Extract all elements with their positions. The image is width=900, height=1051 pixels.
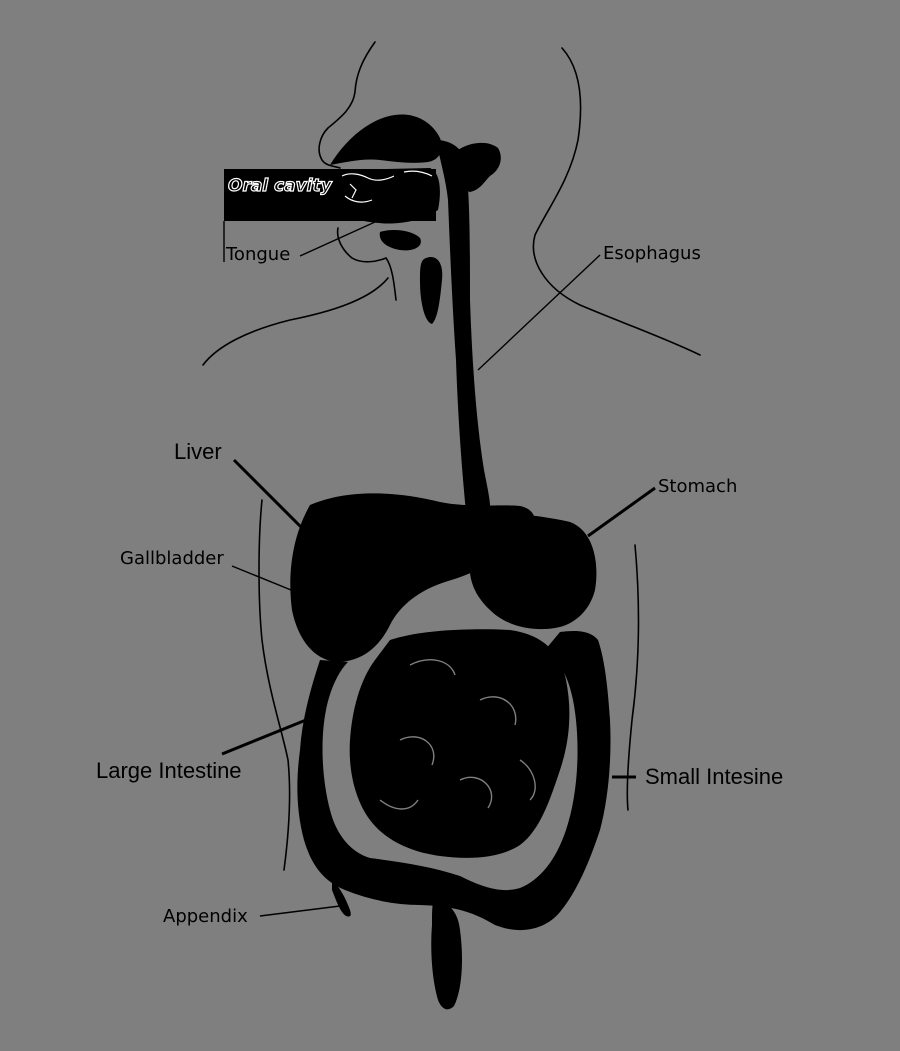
leader-stomach <box>587 486 656 538</box>
label-large-intestine: Large Intestine <box>96 758 242 783</box>
label-appendix: Appendix <box>163 906 248 927</box>
label-stomach: Stomach <box>658 476 737 497</box>
label-esophagus: Esophagus <box>603 243 701 264</box>
leader-tongue <box>299 221 376 257</box>
large-intestine <box>297 630 611 931</box>
label-tongue: Tongue <box>225 244 290 265</box>
leader-appendix <box>259 905 341 917</box>
label-gallbladder: Gallbladder <box>120 548 224 569</box>
oral-cavity-box <box>224 169 436 221</box>
stomach <box>467 510 597 630</box>
small-intestine-loops <box>379 659 536 810</box>
leader-esophagus <box>477 254 601 371</box>
oral-cavity-callout: Oral cavity <box>223 169 436 262</box>
label-oral-cavity: Oral cavity <box>228 176 333 196</box>
body-outline <box>202 41 701 871</box>
leader-lines <box>221 221 656 917</box>
label-liver: Liver <box>174 439 222 464</box>
rectum <box>431 900 462 1010</box>
small-intestine <box>349 629 570 858</box>
appendix <box>332 880 351 917</box>
leader-large-intestine <box>221 718 307 756</box>
label-small-intestine: Small Intesine <box>645 764 783 789</box>
leader-liver <box>232 458 304 530</box>
leader-gallbladder <box>231 565 297 593</box>
esophagus <box>436 140 491 512</box>
